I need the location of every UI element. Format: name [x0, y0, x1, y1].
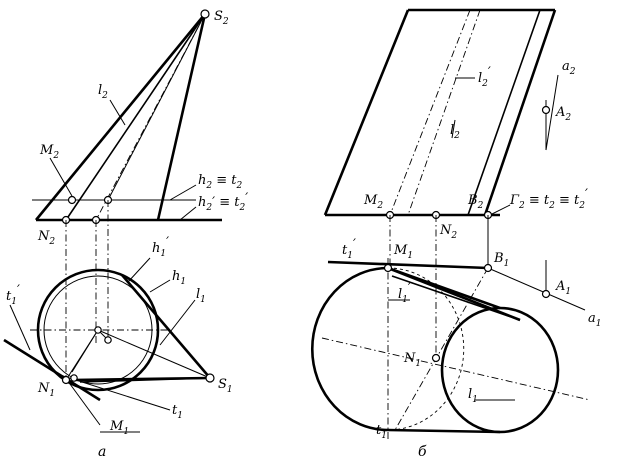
label-M2-left: M2 [39, 143, 59, 161]
label-a2: a2 [562, 59, 576, 77]
t1-line-right [394, 267, 489, 431]
point-B1 [483, 263, 493, 273]
point-N1-right [431, 353, 441, 363]
label-B1: B1 [493, 251, 509, 269]
cyl-axis-horizontal [321, 337, 591, 401]
caption-a: а [98, 444, 106, 460]
label-t1p-left: t1′ [6, 283, 20, 307]
label-t1p-right: t1′ [342, 237, 356, 261]
label-A2: A2 [555, 105, 571, 123]
cyl-front-left-edge [323, 9, 410, 216]
label-A1: A1 [555, 279, 571, 297]
l2-leader-right [451, 119, 456, 139]
label-l1-left: l1 [196, 287, 206, 305]
label-N1-right: N1 [403, 351, 421, 369]
l1-leader [159, 299, 196, 346]
label-l2-right: l2 [450, 123, 460, 141]
cyl-front-l2p-edge [389, 9, 471, 216]
cone-generator-l2 [65, 13, 206, 221]
label-l1p-right: l1′ [398, 281, 411, 305]
figure-b-cylinder [310, 8, 591, 440]
cyl-l1p-generator-2 [391, 275, 521, 321]
cone-base-circle-outer [36, 268, 160, 392]
line-a1 [487, 267, 586, 311]
label-S1: S1 [218, 377, 233, 395]
line-a2 [545, 74, 559, 151]
point-S2 [200, 9, 210, 19]
point-A2 [541, 105, 551, 115]
point-A1 [541, 289, 551, 299]
point-S1 [205, 373, 215, 383]
label-S2: S2 [214, 9, 229, 27]
tangent-top-to-S1 [121, 274, 211, 379]
label-t1-right: t1 [376, 423, 387, 441]
label-h2-t2: h2 ≡ t2 [198, 173, 243, 191]
M1-leader [69, 383, 101, 426]
point-center-1 [94, 326, 102, 334]
label-M1-right: M1 [393, 243, 413, 261]
label-l2p-right: l2′ [478, 65, 491, 89]
cyl-front-l2-edge [467, 9, 541, 216]
label-B2: B2 [467, 193, 484, 211]
cone-axis-front [95, 13, 206, 221]
point-x1 [104, 336, 112, 344]
cyl-base-far-hidden [387, 267, 465, 431]
t1p-line-right [327, 260, 489, 270]
label-a1: a1 [588, 311, 602, 329]
radius-3 [71, 329, 99, 373]
l2-leader [109, 99, 126, 126]
label-h2p-t2p: h2′ ≡ t2′ [198, 191, 248, 213]
figure-a-cone [3, 9, 222, 433]
t1-line [59, 374, 171, 411]
label-l2-left: l2 [98, 83, 108, 101]
label-h1p: h1′ [152, 235, 169, 259]
h2p-leader [179, 206, 197, 221]
h2-t2-leader [169, 184, 197, 201]
label-M1-left: M1 [109, 419, 129, 437]
t1p-leader [9, 304, 31, 351]
M2-leader [49, 157, 73, 197]
label-M2-right: M2 [363, 193, 383, 211]
generator-l1 [79, 377, 211, 383]
cyl-base-far [310, 266, 389, 432]
cyl-front-right-edge [483, 9, 557, 216]
label-N2-right: N2 [439, 223, 457, 241]
point-M1-right [383, 263, 393, 273]
label-h1: h1 [172, 269, 186, 287]
point-N1-left [61, 375, 71, 385]
cone-generator-right [156, 13, 207, 221]
t1p-tangent [3, 338, 101, 402]
h1p-leader [127, 257, 151, 283]
label-gamma: Γ2 ≡ t2 ≡ t2′ [509, 187, 588, 211]
axis-to-S1 [97, 329, 211, 379]
cyl-l1p-generator [387, 266, 521, 322]
gamma-leader [489, 204, 511, 216]
label-t1-left: t1 [172, 403, 183, 421]
label-N1-left: N1 [37, 381, 55, 399]
cyl-front-axis [407, 9, 481, 216]
caption-b: б [418, 444, 427, 460]
label-l1-right: l1 [468, 387, 478, 405]
label-N2-left: N2 [37, 229, 55, 247]
h1-leader [149, 279, 171, 293]
point-M2-left [67, 195, 77, 205]
cyl-bottom-generator [387, 428, 501, 434]
point-M1-left [70, 374, 78, 382]
